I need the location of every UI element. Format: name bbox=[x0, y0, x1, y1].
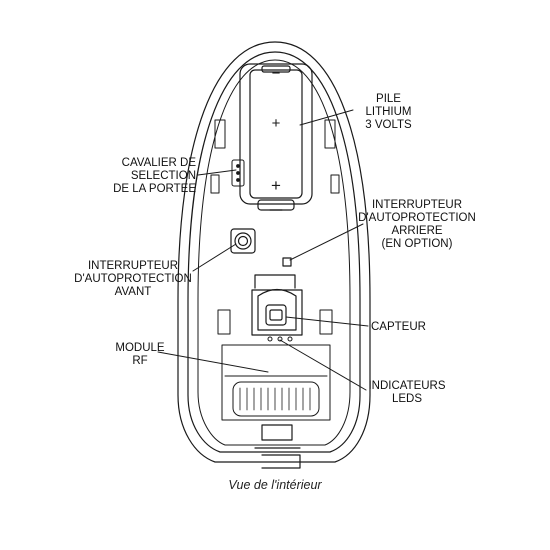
label-capteur-text: CAPTEUR bbox=[371, 321, 426, 333]
label-module-rf-line1: MODULE bbox=[115, 342, 165, 354]
label-cavalier-line2: SELECTION bbox=[130, 170, 196, 182]
label-interrupteur-arriere: INTERRUPTEUR D'AUTOPROTECTION ARRIERE (E… bbox=[352, 199, 482, 251]
label-module-rf-line2: RF bbox=[132, 355, 148, 367]
label-interrupteur-avant-line1: INTERRUPTEUR bbox=[87, 260, 179, 272]
outer-casing bbox=[177, 41, 371, 463]
label-interrupteur-arriere-line2: D'AUTOPROTECTION bbox=[358, 212, 476, 224]
label-interrupteur-arriere-line3: ARRIERE bbox=[391, 225, 443, 237]
led-indicators bbox=[267, 336, 293, 342]
range-jumper bbox=[231, 159, 245, 187]
rf-module bbox=[221, 344, 331, 421]
label-pile-line1: PILE bbox=[376, 93, 401, 105]
bottom-latch bbox=[254, 424, 301, 469]
sensor-housing bbox=[251, 274, 303, 336]
label-indicateurs-line1: INDICATEURS bbox=[368, 380, 446, 392]
label-indicateurs-line2: LEDS bbox=[391, 393, 423, 405]
label-pile-line3: 3 VOLTS bbox=[365, 119, 412, 131]
label-capteur: CAPTEUR bbox=[371, 321, 426, 334]
casing-clips bbox=[210, 119, 340, 335]
inner-casing bbox=[187, 51, 361, 453]
rf-module-slots bbox=[232, 381, 320, 417]
label-pile-line2: LITHIUM bbox=[365, 106, 412, 118]
label-interrupteur-avant-line2: D'AUTOPROTECTION bbox=[74, 273, 192, 285]
label-cavalier-line1: CAVALIER DE bbox=[121, 157, 196, 169]
rear-tamper-switch bbox=[282, 257, 292, 267]
label-interrupteur-avant: INTERRUPTEUR D'AUTOPROTECTION AVANT bbox=[68, 260, 198, 299]
leader-lines bbox=[157, 109, 369, 391]
label-indicateurs: INDICATEURS LEDS bbox=[362, 380, 452, 406]
battery-plus-symbol-middle: + bbox=[272, 115, 281, 132]
label-interrupteur-avant-line3: AVANT bbox=[114, 286, 152, 298]
figure-caption: Vue de l'intérieur bbox=[228, 478, 322, 492]
module-hatching bbox=[239, 387, 311, 411]
label-cavalier: CAVALIER DE SELECTION DE LA PORTEE bbox=[100, 157, 196, 196]
label-module-rf: MODULE RF bbox=[110, 342, 170, 368]
label-cavalier-line3: DE LA PORTEE bbox=[113, 183, 196, 195]
battery-holder bbox=[239, 63, 313, 211]
battery-plus-symbol-bottom: + bbox=[271, 176, 281, 195]
front-tamper-switch bbox=[230, 228, 256, 254]
label-interrupteur-arriere-line1: INTERRUPTEUR bbox=[371, 199, 463, 211]
label-interrupteur-arriere-line4: (EN OPTION) bbox=[381, 238, 453, 250]
battery-minus-symbol: − bbox=[272, 65, 281, 82]
label-pile: PILE LITHIUM 3 VOLTS bbox=[346, 93, 431, 132]
